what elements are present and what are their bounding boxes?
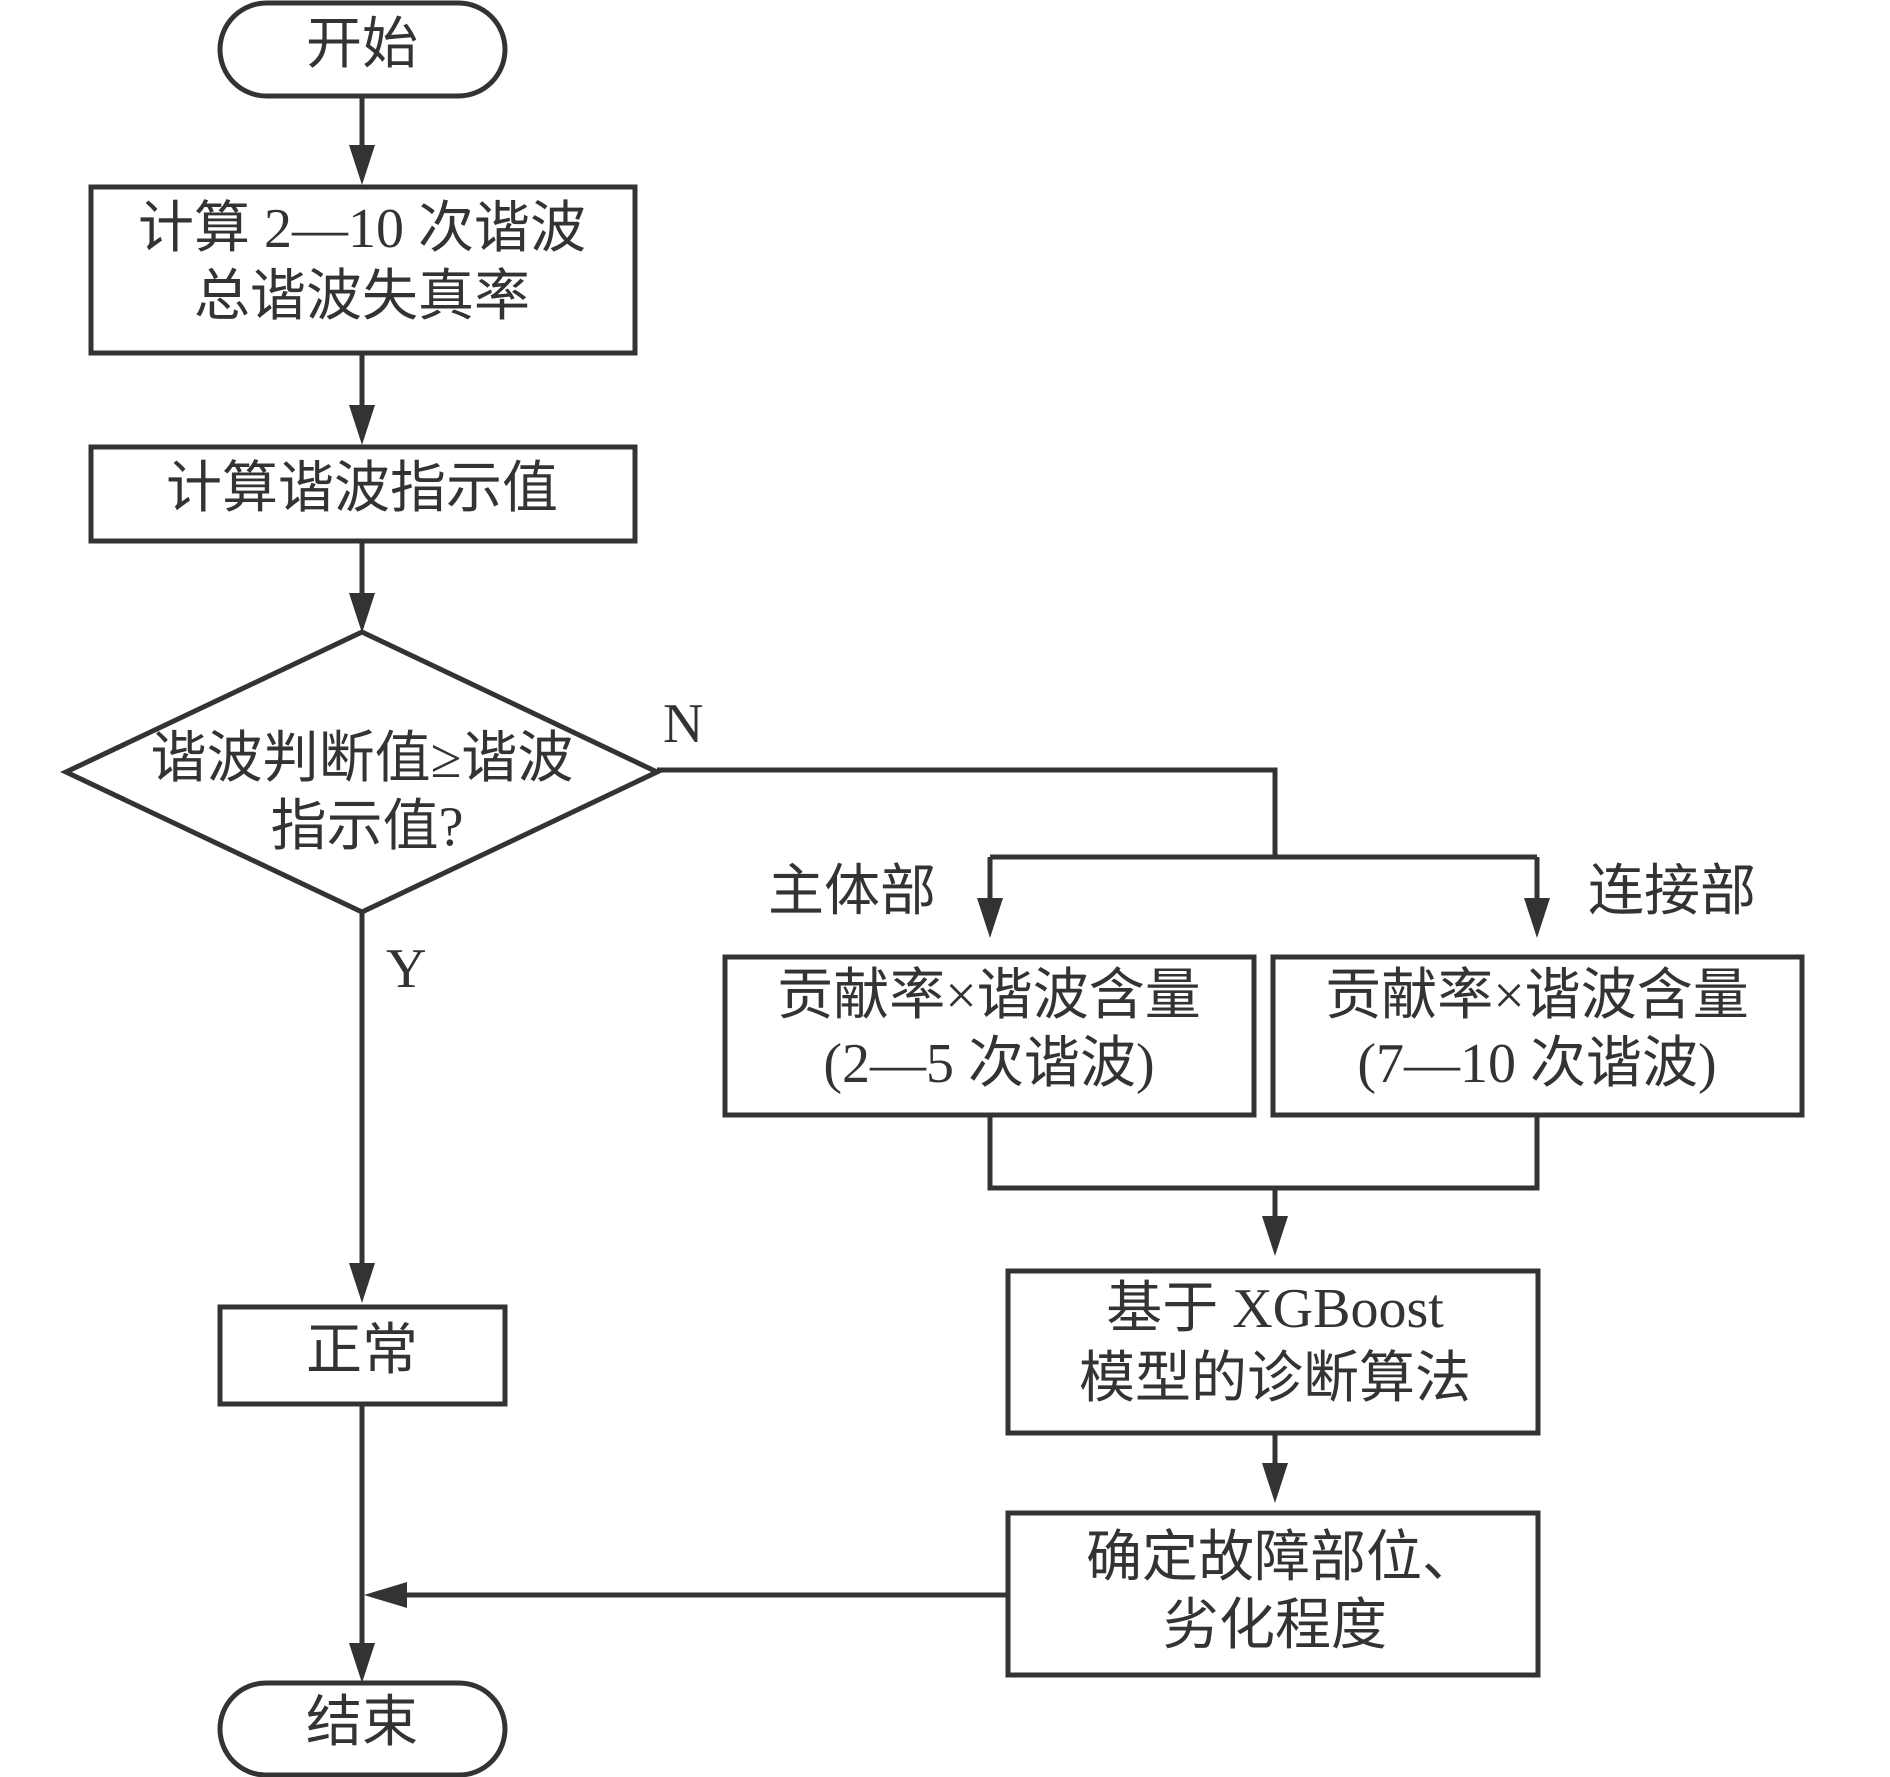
connector-decision-no-branch	[657, 767, 1278, 857]
arrowhead-into-xgboost	[1262, 1216, 1288, 1256]
end-terminal: 结束	[217, 1680, 508, 1777]
connection-contribution-line1: 贡献率×谐波含量	[1325, 965, 1749, 1027]
arrowhead-into-locate	[1262, 1463, 1288, 1503]
locate-fault-shape	[1005, 1510, 1541, 1678]
arrowheads	[349, 145, 1550, 1683]
locate-fault-line1: 确定故障部位、	[1086, 1527, 1478, 1589]
arrowhead-into-decision	[349, 593, 375, 633]
arrowhead-into-end	[349, 1643, 375, 1683]
normal-label: 正常	[306, 1320, 418, 1382]
start-label: 开始	[306, 14, 418, 76]
compute-thd-box: 计算 2—10 次谐波 总谐波失真率	[88, 184, 638, 356]
arrowhead-into-main-line	[364, 1582, 407, 1608]
end-terminal-shape	[217, 1680, 508, 1777]
arrowhead-into-normal	[349, 1263, 375, 1303]
connector-merge-bar	[987, 1115, 1540, 1191]
connection-label: 连接部	[1588, 861, 1756, 923]
compute-indicator-box: 计算谐波指示值	[88, 444, 638, 544]
decision-label-line1: 谐波判断值≥谐波	[151, 728, 574, 790]
decision-diamond: 谐波判断值≥谐波 指示值?	[60, 629, 663, 915]
compute-thd-label-line2: 总谐波失真率	[194, 266, 530, 328]
xgboost-diagnosis-box: 基于 XGBoost 模型的诊断算法	[1005, 1268, 1541, 1436]
normal-shape	[217, 1304, 508, 1407]
arrowhead-into-thd	[349, 145, 375, 185]
xgboost-diagnosis-shape	[1005, 1268, 1541, 1436]
connection-contribution-box: 贡献率×谐波含量 (7—10 次谐波)	[1270, 954, 1805, 1118]
arrowhead-into-indicator	[349, 405, 375, 445]
connection-contribution-shape	[1270, 954, 1805, 1118]
yes-branch-label: Y	[386, 938, 426, 1000]
decision-shape	[60, 629, 663, 915]
no-branch-label: N	[663, 693, 703, 755]
compute-indicator-label: 计算谐波指示值	[166, 458, 558, 520]
compute-thd-shape	[88, 184, 638, 356]
main-body-contribution-line1: 贡献率×谐波含量	[777, 965, 1201, 1027]
connection-contribution-line2: (7—10 次谐波)	[1357, 1033, 1716, 1095]
xgboost-diagnosis-line1: 基于 XGBoost	[1106, 1278, 1444, 1340]
locate-fault-box: 确定故障部位、 劣化程度	[1005, 1510, 1541, 1678]
compute-thd-label-line1: 计算 2—10 次谐波	[138, 198, 586, 260]
main-body-label: 主体部	[768, 861, 936, 923]
arrowhead-into-main-contrib	[977, 898, 1003, 938]
normal-box: 正常	[217, 1304, 508, 1407]
decision-label-line2: 指示值?	[271, 796, 464, 858]
branch-labels: N Y 主体部 连接部	[386, 693, 1756, 1000]
main-body-contribution-shape	[722, 954, 1257, 1118]
locate-fault-line2: 劣化程度	[1163, 1595, 1387, 1657]
main-body-contribution-line2: (2—5 次谐波)	[823, 1033, 1154, 1095]
connectors	[359, 98, 1540, 1650]
compute-indicator-shape	[88, 444, 638, 544]
end-label: 结束	[306, 1692, 418, 1754]
start-terminal: 开始	[217, 0, 508, 99]
main-body-contribution-box: 贡献率×谐波含量 (2—5 次谐波)	[722, 954, 1257, 1118]
start-terminal-shape	[217, 0, 508, 99]
arrowhead-into-connection-contrib	[1524, 898, 1550, 938]
xgboost-diagnosis-line2: 模型的诊断算法	[1079, 1348, 1471, 1410]
